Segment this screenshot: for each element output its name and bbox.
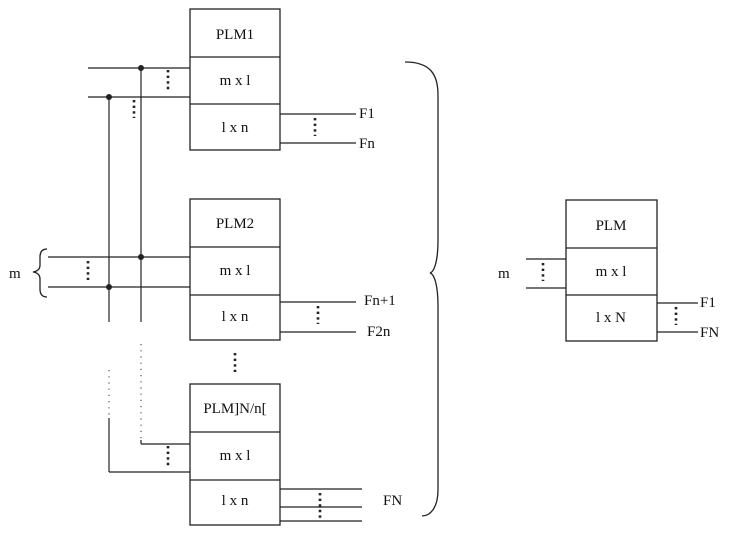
equivalent-output-last: FN [700, 325, 719, 341]
plm-equivalent: PLM m x l l x N m F1 FN [498, 199, 719, 342]
module-1-output-first: F1 [359, 106, 375, 122]
equivalent-and-array: m x l [596, 264, 627, 280]
plm-module-2: PLM2 m x l l x n Fn+1 F2n [189, 198, 396, 341]
equivalence-brace [404, 61, 439, 517]
module-last-and-array: m x l [220, 448, 251, 464]
module-1-output-last: Fn [359, 136, 375, 152]
module-last-name: PLM]N/n[ [203, 401, 266, 417]
module-2-output-last: F2n [367, 324, 391, 340]
plm-module-last: PLM]N/n[ m x l l x n FN [189, 383, 402, 526]
module-2-output-first: Fn+1 [364, 293, 396, 309]
equivalent-output-first: F1 [700, 295, 716, 311]
module-last-output: FN [383, 493, 402, 509]
module-2-name: PLM2 [216, 216, 254, 232]
plm-module-1: PLM1 m x l l x n F1 Fn [189, 8, 375, 152]
module-1-or-array: l x n [222, 120, 249, 136]
module-1-name: PLM1 [216, 27, 254, 43]
input-count-label: m [9, 266, 21, 282]
equivalent-or-array: l x N [596, 310, 626, 326]
module-2-and-array: m x l [220, 263, 251, 279]
module-1-and-array: m x l [220, 73, 251, 89]
module-last-or-array: l x n [222, 493, 249, 509]
input-bus [48, 65, 190, 473]
equivalent-input-label: m [498, 266, 510, 282]
module-2-or-array: l x n [222, 309, 249, 325]
equivalent-name: PLM [596, 218, 627, 234]
input-brace [32, 248, 48, 298]
